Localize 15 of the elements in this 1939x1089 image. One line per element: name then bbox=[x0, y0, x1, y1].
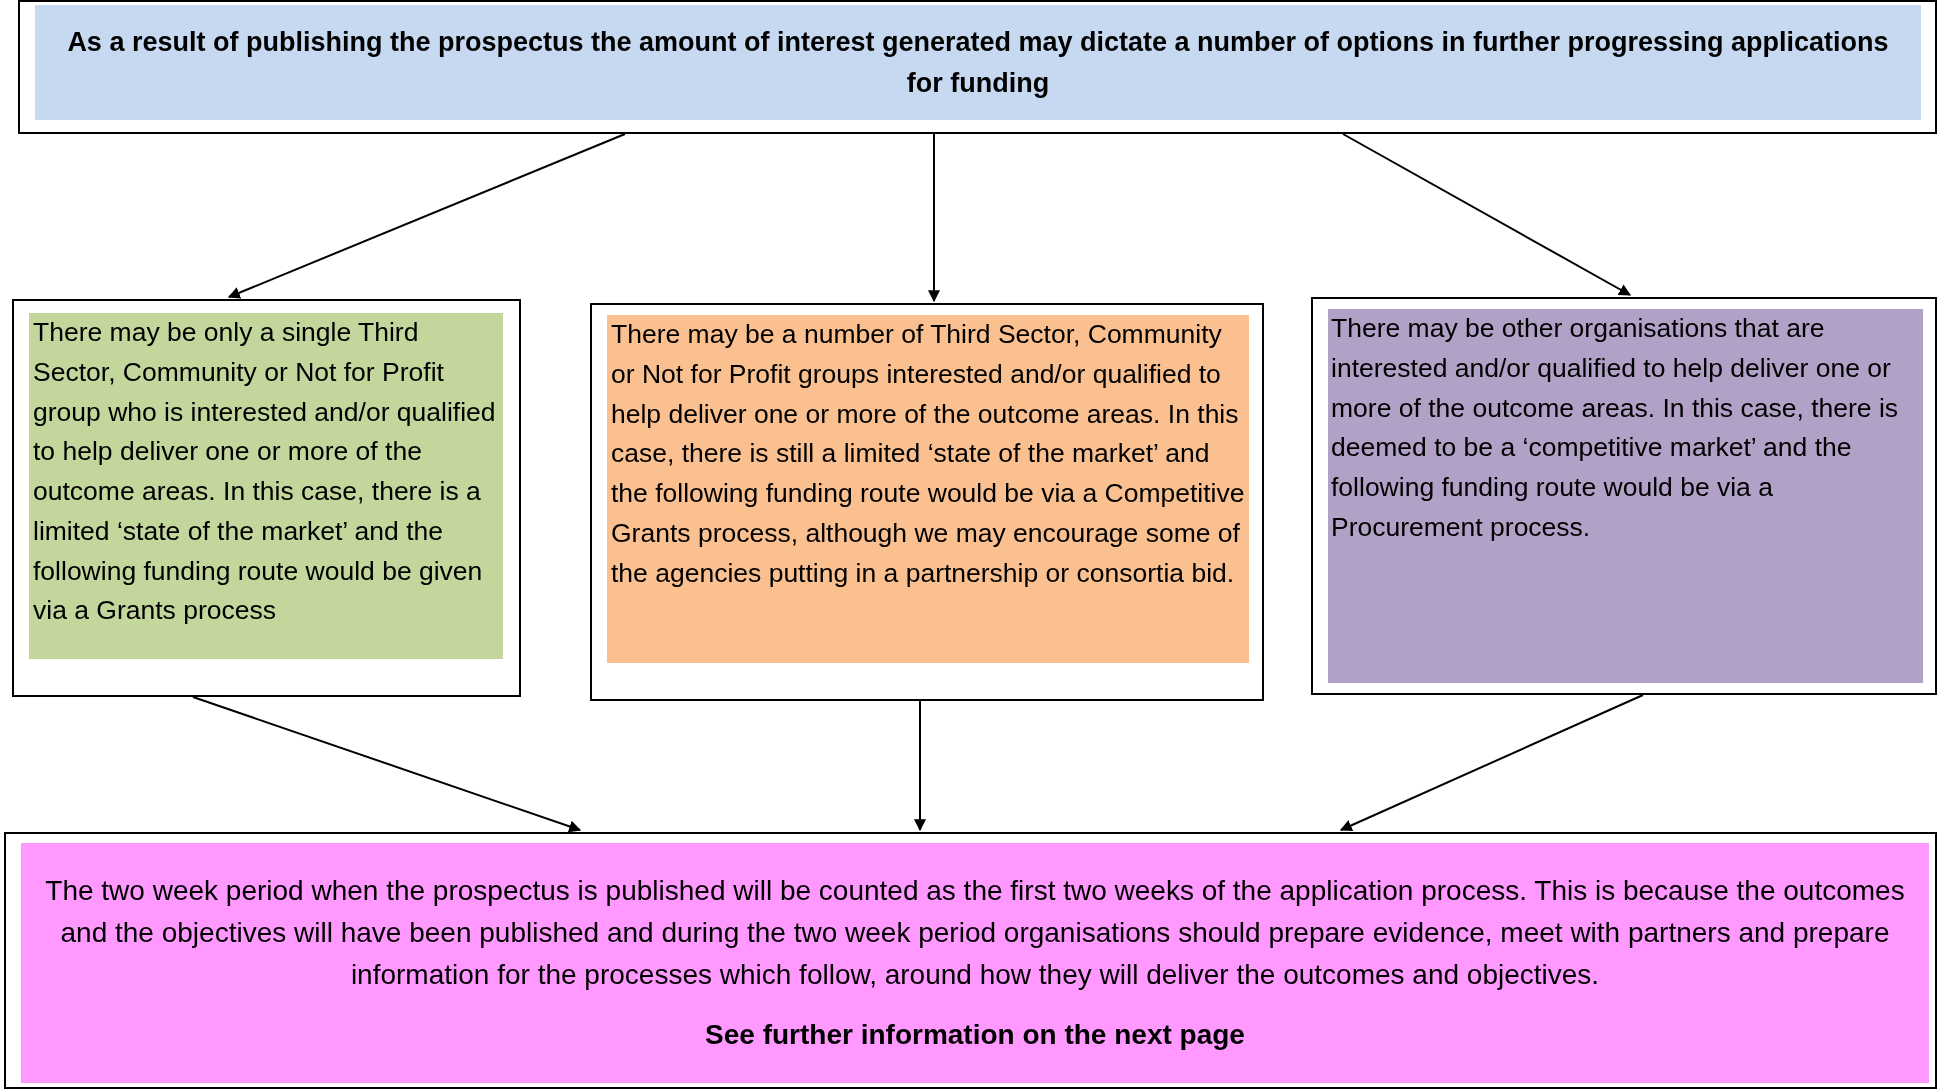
arrow bbox=[192, 696, 582, 833]
body-text: There may be only a single Third Sector, Community or Not for Profit group who is interested and/or qualified to help deliver one or more of the outcome areas. In this case, there is a limited ‘state of the market’ and the following funding route would be given via a Grants process bbox=[33, 316, 497, 628]
heading-text: As a result of publishing the prospectus the amount of interest generated may dictate a number of options in further progressing applications for funding bbox=[66, 26, 1890, 100]
text-box bbox=[590, 303, 1264, 701]
heading-text: See further information on the next page bbox=[704, 1018, 1246, 1052]
text-box bbox=[12, 299, 521, 697]
arrow bbox=[914, 700, 926, 832]
arrow bbox=[1342, 133, 1632, 296]
body-text: There may be other organisations that are interested and/or qualified to help deliver one or more of the outcome areas. In this case, there is deemed to be a ‘competitive market’ and the following funding route would be via a Procurement process. bbox=[1331, 312, 1900, 544]
body-text: The two week period when the prospectus is published will be counted as the first two weeks of the application process. This is because the outcomes and the objectives will have been published and during the two week period organisations should prepare evidence, meet with partners and prepare information for the processes which follow, around how they will deliver the outcomes and objectives. bbox=[44, 874, 1906, 992]
body-text: There may be a number of Third Sector, Community or Not for Profit groups interested and/or qualified to help deliver one or more of the outcome areas. In this case, there is still a limited ‘state of the market’ and the following funding route would be via a Competitive Grants process, although we may encourage some of the agencies putting in a partnership or consortia bid. bbox=[611, 318, 1245, 590]
arrow bbox=[1339, 694, 1644, 832]
arrow bbox=[928, 133, 940, 303]
text-box bbox=[18, 0, 1937, 134]
arrow bbox=[227, 133, 626, 299]
